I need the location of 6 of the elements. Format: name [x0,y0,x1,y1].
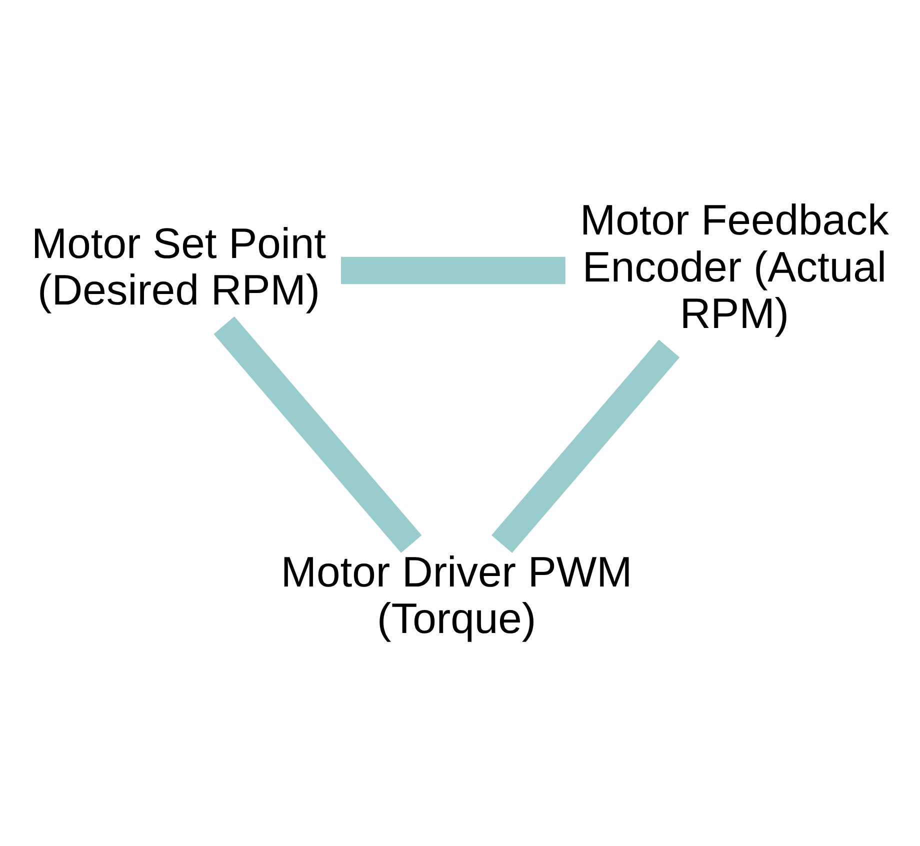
connector [341,256,566,284]
node-text: Motor Set Point (Desired RPM) [32,220,326,315]
connector [214,316,422,553]
connector [491,340,680,553]
node-text: Motor Driver PWM (Torque) [280,548,632,644]
node-text: Motor Feedback Encoder (Actual RPM) [580,196,889,338]
